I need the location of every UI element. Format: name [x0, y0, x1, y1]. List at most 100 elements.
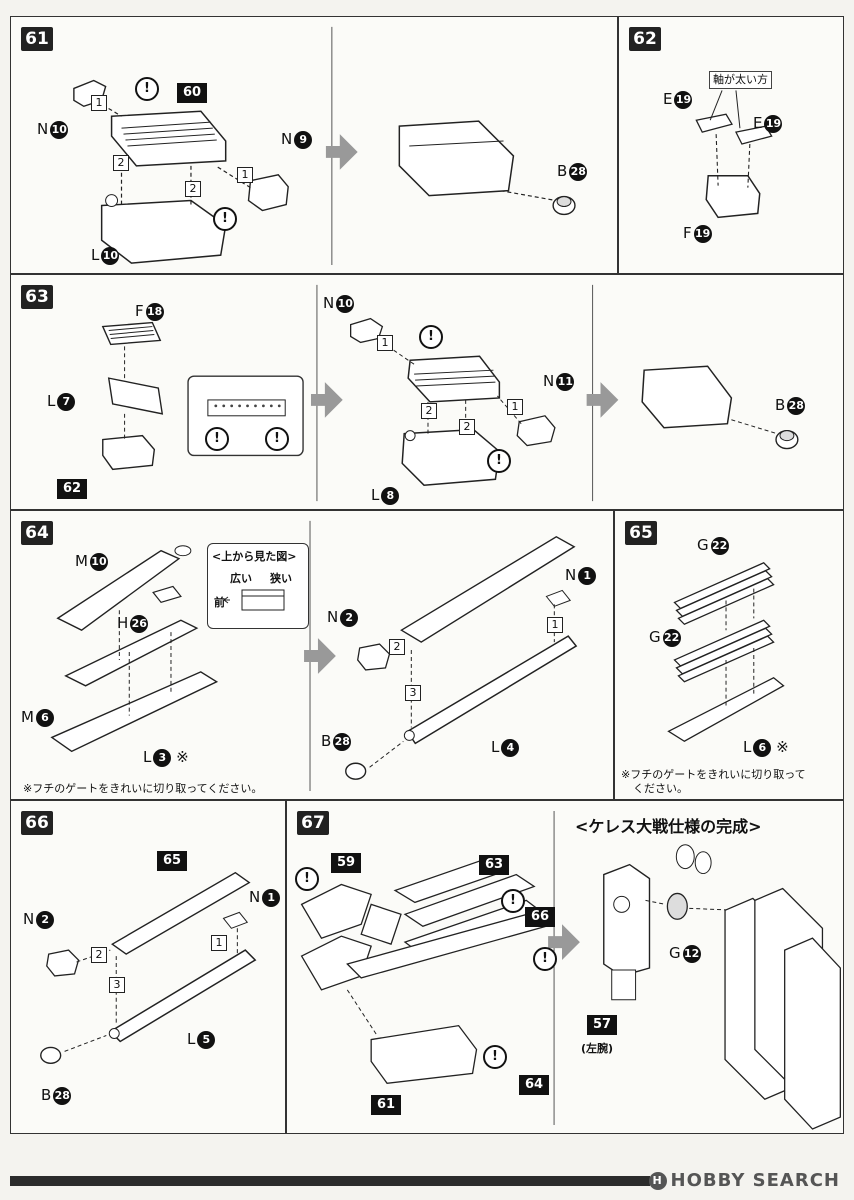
part-number: 7 [57, 392, 76, 411]
part-number: 2 [340, 608, 359, 627]
part-letter: B [321, 732, 332, 750]
part-letter: N [565, 566, 577, 584]
part-letter: H [117, 614, 129, 632]
part-letter: G [669, 944, 681, 962]
part-letter: M [21, 708, 34, 726]
subassembly-label: 64 [519, 1075, 549, 1095]
inset-wide-label: 広い [230, 572, 252, 585]
caution-icon: ! [135, 77, 159, 101]
part-letter: L [371, 486, 380, 504]
completion-title: <ケレス大戦仕様の完成> [575, 817, 762, 836]
arm-label: (左腕) [581, 1042, 614, 1055]
order-number: 1 [237, 167, 253, 183]
part-letter: L [47, 392, 56, 410]
subassembly-label: 63 [479, 855, 509, 875]
order-number: 3 [109, 977, 125, 993]
subassembly-label: 66 [525, 907, 555, 927]
part-letter: N [249, 888, 261, 906]
part-letter: L [491, 738, 500, 756]
part-number: 1 [578, 566, 597, 585]
part-number: 5 [197, 1030, 216, 1049]
part-number: 11 [556, 372, 575, 391]
step-65-illustration [667, 562, 785, 742]
order-number: 1 [377, 335, 393, 351]
caution-icon: ! [295, 867, 319, 891]
step-number: 62 [629, 27, 661, 51]
part-number: 1 [262, 888, 281, 907]
part-number: 26 [130, 614, 149, 633]
order-number: 1 [507, 399, 523, 415]
part-letter: L [91, 246, 100, 264]
order-number: 1 [91, 95, 107, 111]
order-number: 2 [185, 181, 201, 197]
part-letter: M [75, 552, 88, 570]
part-number: 3 [153, 748, 172, 767]
caution-icon: ! [205, 427, 229, 451]
part-letter: E [663, 90, 673, 108]
part-letter: B [775, 396, 786, 414]
part-number: 10 [101, 246, 120, 265]
part-number: 28 [333, 732, 352, 751]
part-letter: N [327, 608, 339, 626]
part-number: 19 [693, 224, 712, 243]
gate-note-mark: ※ [176, 748, 189, 766]
part-letter: B [41, 1086, 52, 1104]
part-number: 8 [381, 486, 400, 505]
top-view-inset: <上から見た図> 広い 狭い 前 [207, 543, 309, 629]
part-number: 6 [753, 738, 772, 757]
part-number: 9 [294, 130, 313, 149]
subassembly-label: 59 [331, 853, 361, 873]
caution-icon: ! [487, 449, 511, 473]
inset-title: <上から見た図> [212, 550, 297, 563]
part-number: 2 [36, 910, 55, 929]
subassembly-label: 62 [57, 479, 87, 499]
part-number: 19 [764, 114, 783, 133]
step-64-illustration [50, 520, 578, 792]
inset-front-label: 前 [214, 596, 225, 609]
part-letter: L [743, 738, 752, 756]
step-67-panel: 67 59 63 66 61 64 ! ! ! ! <ケレス大戦仕様の完成> G… [286, 800, 844, 1134]
caution-icon: ! [483, 1045, 507, 1069]
part-number: 22 [662, 628, 681, 647]
part-letter: F [135, 302, 144, 320]
part-letter: L [187, 1030, 196, 1048]
part-letter: L [143, 748, 152, 766]
order-number: 2 [91, 947, 107, 963]
callout-label: 軸が太い方 [709, 71, 772, 89]
step-number: 66 [21, 811, 53, 835]
part-letter: N [323, 294, 335, 312]
part-number: 10 [50, 120, 69, 139]
part-number: 12 [682, 944, 701, 963]
subassembly-label: 60 [177, 83, 207, 103]
part-letter: F [683, 224, 692, 242]
order-number: 2 [389, 639, 405, 655]
watermark-text: HOBBY SEARCH [670, 1170, 840, 1191]
part-number: 4 [501, 738, 520, 757]
part-number: 10 [89, 552, 108, 571]
part-letter: B [557, 162, 568, 180]
inset-diagram [223, 589, 285, 611]
